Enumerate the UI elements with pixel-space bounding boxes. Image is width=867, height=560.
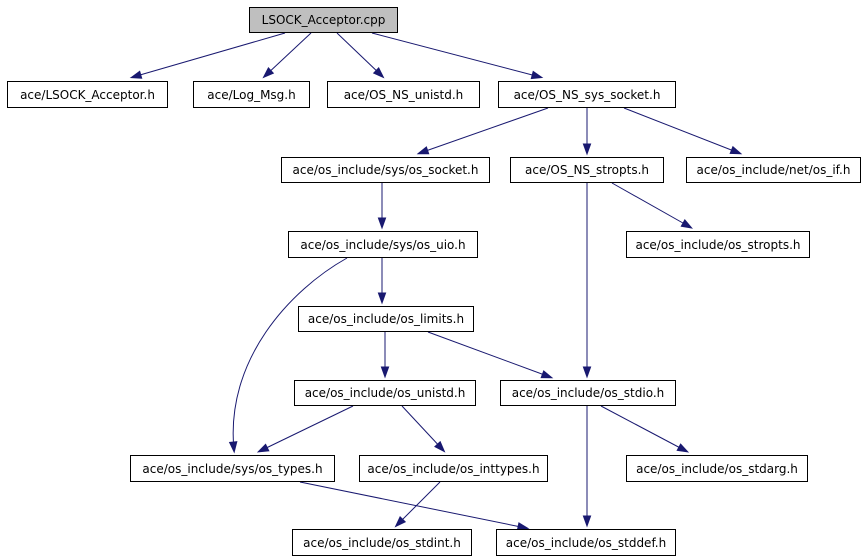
edge-arrowhead [380,366,390,379]
edge-line [600,405,687,452]
edge-root-to-os-ns-sys-socket-h [371,32,544,80]
edge-os-ns-sys-socket-h-to-net-os-if-h [623,107,743,155]
node-os-ns-sys-socket-h[interactable]: ace/OS_NS_sys_socket.h [498,81,676,108]
edge-line [232,257,348,451]
edge-sys-os-socket-h-to-sys-os-uio-h [377,183,387,230]
edge-arrowhead [729,145,743,155]
edge-root-to-os-ns-unistd-h [336,32,385,79]
node-os-ns-unistd-h[interactable]: ace/OS_NS_unistd.h [327,81,480,108]
edge-arrowhead [228,441,238,454]
edge-arrowhead [582,366,592,379]
node-os-stropts-h[interactable]: ace/os_include/os_stropts.h [626,231,810,258]
edge-arrowhead [372,67,385,79]
edge-line [419,107,549,154]
edge-arrowhead [434,440,446,453]
node-os-stdio-h[interactable]: ace/os_include/os_stdio.h [500,380,676,406]
node-net-os-if-h[interactable]: ace/os_include/net/os_if.h [686,157,861,183]
edge-os-stdio-h-to-os-stdarg-h [600,405,690,453]
edge-sys-os-uio-h-to-sys-os-types-h [228,257,348,454]
edge-root-to-lsock-acceptor-h [129,32,286,79]
edge-arrowhead [416,146,430,155]
node-os-limits-h[interactable]: ace/os_include/os_limits.h [298,306,474,332]
edge-arrowhead [377,292,387,305]
node-lsock-acceptor-h[interactable]: ace/LSOCK_Acceptor.h [7,81,168,108]
edge-line [427,331,551,378]
edge-line [371,32,541,78]
edge-arrowhead [540,370,554,379]
edge-os-limits-h-to-os-stdio-h [427,331,554,379]
edge-os-ns-stropts-h-to-os-stdio-h [582,183,592,379]
edge-os-ns-sys-socket-h-to-sys-os-socket-h [416,107,549,155]
edge-root-to-log-msg-h [262,32,312,79]
node-os-stddef-h[interactable]: ace/os_include/os_stddef.h [496,529,676,556]
edge-os-unistd-h-to-os-inttypes-h [401,405,446,453]
node-os-unistd-h[interactable]: ace/os_include/os_unistd.h [294,380,476,406]
edge-line [401,405,444,451]
node-sys-os-uio-h[interactable]: ace/os_include/sys/os_uio.h [288,231,478,258]
edge-os-ns-sys-socket-h-to-os-ns-stropts-h [582,108,592,156]
edge-os-limits-h-to-os-unistd-h [380,332,390,379]
edge-line [264,32,312,77]
node-sys-os-types-h[interactable]: ace/os_include/sys/os_types.h [130,455,335,482]
node-os-stdint-h[interactable]: ace/os_include/os_stdint.h [292,529,472,556]
edge-line [611,182,691,228]
edge-line [132,32,286,78]
node-os-stdarg-h[interactable]: ace/os_include/os_stdarg.h [626,455,808,482]
edge-line [623,107,740,154]
node-root-file: LSOCK_Acceptor.cpp [249,7,398,33]
edge-arrowhead [676,443,690,453]
edge-os-unistd-h-to-sys-os-types-h [256,405,354,453]
node-os-inttypes-h[interactable]: ace/os_include/os_inttypes.h [359,455,548,482]
edge-arrowhead [129,70,143,79]
edge-line [299,481,527,529]
edge-arrowhead [377,217,387,230]
edge-arrowhead [680,219,693,229]
edge-arrowhead [530,70,544,80]
edge-sys-os-types-h-to-os-stddef-h [299,481,530,531]
edge-line [336,32,383,77]
node-sys-os-socket-h[interactable]: ace/os_include/sys/os_socket.h [281,157,490,183]
edge-os-stdio-h-to-os-stddef-h [582,406,592,528]
edge-sys-os-uio-h-to-os-limits-h [377,258,387,305]
edge-arrowhead [394,515,407,528]
edge-line [259,405,354,452]
edge-line [396,481,441,526]
edge-os-inttypes-h-to-os-stdint-h [394,481,441,528]
edge-arrowhead [582,143,592,156]
edge-os-ns-stropts-h-to-os-stropts-h [611,182,693,229]
edge-arrowhead [262,67,275,79]
node-os-ns-stropts-h[interactable]: ace/OS_NS_stropts.h [510,157,664,183]
node-log-msg-h[interactable]: ace/Log_Msg.h [193,81,310,108]
edge-arrowhead [256,443,270,453]
edge-arrowhead [582,515,592,528]
